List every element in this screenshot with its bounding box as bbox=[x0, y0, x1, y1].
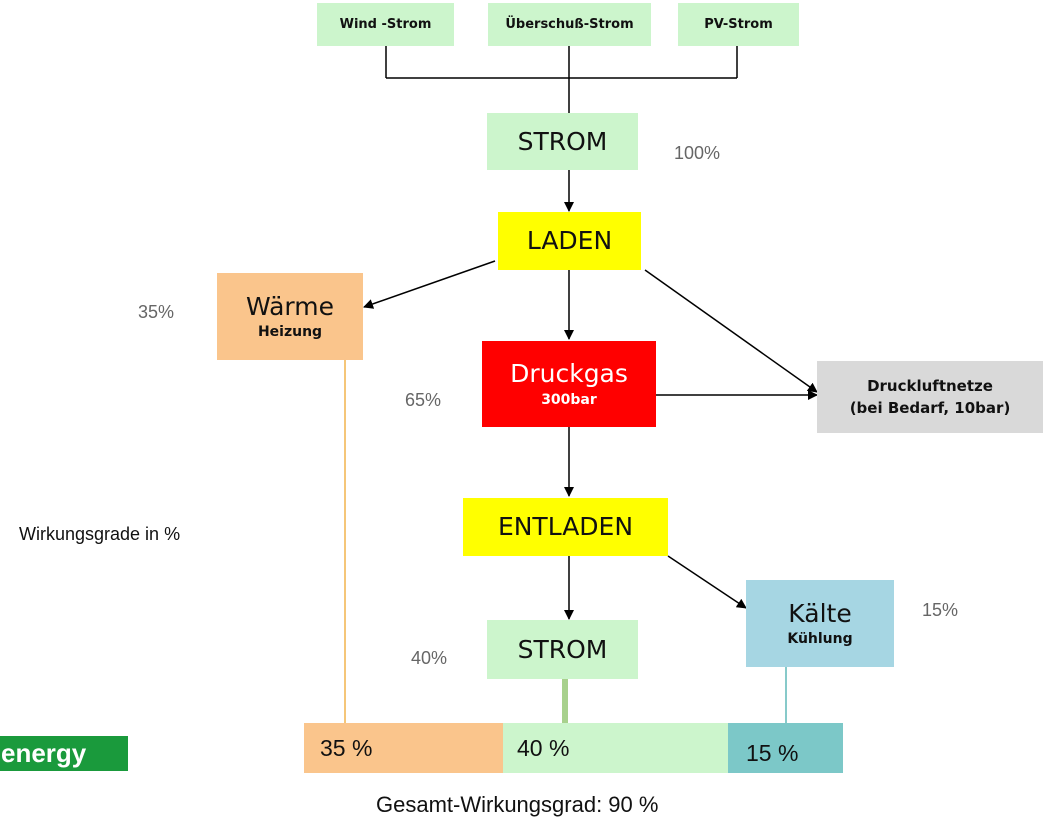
strom-bottom-node: STROM bbox=[487, 620, 638, 679]
druckluftnetze-label: Druckluftnetze bbox=[867, 377, 993, 395]
total-efficiency: Gesamt-Wirkungsgrad: 90 % bbox=[376, 792, 659, 817]
source-ueberschuss-strom: Überschuß-Strom bbox=[488, 3, 651, 46]
kaelte-percent: 15% bbox=[922, 600, 959, 620]
waerme-node: Wärme Heizung bbox=[217, 273, 363, 360]
laden-node: LADEN bbox=[498, 212, 641, 270]
druckgas-label: Druckgas bbox=[510, 359, 628, 389]
kaelte-node: Kälte Kühlung bbox=[746, 580, 894, 667]
strom-top-percent: 100% bbox=[674, 143, 721, 163]
entladen-label: ENTLADEN bbox=[497, 512, 634, 542]
druckgas-node: Druckgas 300bar bbox=[482, 341, 656, 427]
source-pv-strom: PV-Strom bbox=[678, 3, 799, 46]
summary-bar-strom: 40 % bbox=[503, 723, 728, 773]
waerme-label: Wärme bbox=[245, 291, 334, 321]
summary-bar-waerme: 35 % bbox=[304, 723, 503, 773]
summary-bar-waerme-label: 35 % bbox=[320, 734, 373, 761]
strom-top-label: STROM bbox=[517, 126, 608, 156]
summary-bar-kaelte: 15 % bbox=[728, 723, 843, 773]
waerme-percent: 35% bbox=[138, 302, 175, 322]
druckgas-sublabel: 300bar bbox=[541, 391, 597, 408]
laden-label: LADEN bbox=[526, 226, 613, 256]
strom-top-node: STROM bbox=[487, 113, 638, 170]
efficiency-note: Wirkungsgrade in % bbox=[19, 524, 181, 544]
strom-bottom-label: STROM bbox=[517, 634, 608, 664]
waerme-sublabel: Heizung bbox=[257, 324, 323, 341]
source-wind-strom: Wind -Strom bbox=[317, 3, 454, 46]
druckgas-percent: 65% bbox=[405, 390, 442, 410]
entladen-node: ENTLADEN bbox=[463, 498, 668, 556]
energy-logo: energy bbox=[0, 736, 128, 771]
summary-bar-kaelte-label: 15 % bbox=[746, 739, 799, 766]
summary-bar-strom-label: 40 % bbox=[517, 734, 570, 761]
strom-bottom-percent: 40% bbox=[411, 648, 448, 668]
kaelte-label: Kälte bbox=[788, 598, 852, 628]
druckluftnetze-node: Druckluftnetze (bei Bedarf, 10bar) bbox=[817, 361, 1043, 433]
kaelte-sublabel: Kühlung bbox=[787, 631, 853, 648]
druckluftnetze-sublabel: (bei Bedarf, 10bar) bbox=[849, 399, 1011, 417]
